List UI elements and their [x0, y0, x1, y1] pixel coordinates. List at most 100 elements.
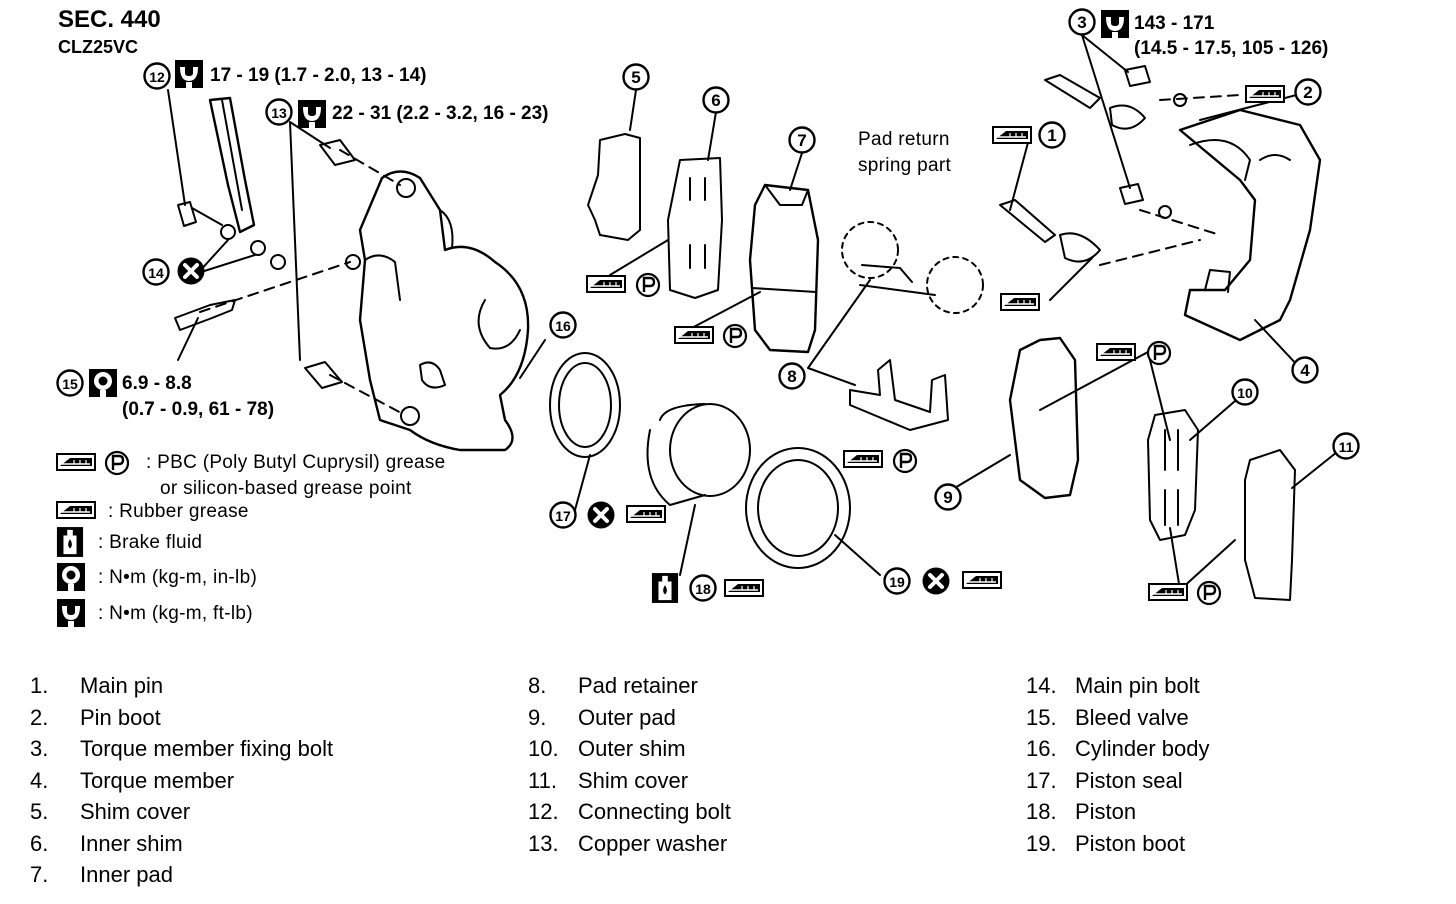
callout-2: 2: [1294, 78, 1322, 106]
callout-12: 12: [143, 62, 171, 90]
part-name: Inner pad: [80, 862, 173, 887]
callout-7: 7: [788, 126, 816, 154]
callout-15: 15: [56, 369, 84, 397]
part-name: Outer shim: [578, 736, 686, 761]
grease-icon: [1000, 293, 1040, 311]
legend-pbc-icon: [104, 450, 130, 476]
callout-number: 9: [943, 488, 952, 507]
part-number: 18.: [1026, 799, 1057, 824]
part-name: Piston boot: [1075, 830, 1186, 856]
part-name: Pad retainer: [578, 673, 698, 698]
torque-member-bolt: 143 - 171: [1134, 13, 1215, 34]
pbc-icon: [722, 323, 748, 349]
part-name: Bleed valve: [1075, 704, 1189, 730]
callout-circle: [778, 362, 806, 390]
callout-number: 16: [555, 318, 571, 334]
part-number: 17.: [1026, 767, 1057, 793]
part-name: Copper washer: [578, 830, 728, 856]
part-number: 3.: [30, 736, 49, 761]
part-name: Piston: [1075, 799, 1137, 824]
legend-pbc-2: or silicon-based grease point: [160, 478, 412, 499]
callout-circle: [549, 501, 577, 529]
torque-wrench-inlb-icon: [89, 369, 117, 397]
torque-wrench-icon: [175, 60, 203, 88]
callout-number: 8: [787, 367, 796, 386]
part-name: Outer pad: [578, 704, 676, 730]
section-code: CLZ25VC: [58, 37, 139, 57]
callout-3: 3: [1068, 8, 1096, 36]
part-name: Shim cover: [80, 799, 191, 824]
callout-number: 2: [1303, 83, 1312, 102]
legend-grease-icon: [56, 453, 96, 471]
callout-circle: [788, 126, 816, 154]
part-name: Pin boot: [80, 704, 161, 730]
callout-circle: [549, 311, 577, 339]
part-number: 8.: [528, 673, 547, 698]
part-number: 2.: [30, 704, 49, 730]
part-name: Inner shim: [80, 830, 183, 856]
part-number: 1.: [30, 673, 49, 698]
callout-number: 17: [555, 508, 571, 524]
part-number: 12.: [528, 799, 559, 824]
legend-torque-ftlb: : N•m (kg-m, ft-lb): [98, 603, 253, 624]
callout-5: 5: [622, 63, 650, 91]
part-number: 5.: [30, 799, 49, 824]
callout-number: 19: [889, 574, 905, 590]
callout-14: 14: [142, 258, 170, 286]
callout-circle: [56, 369, 84, 397]
grease-icon: [992, 126, 1032, 144]
grease-icon: [1096, 343, 1136, 361]
callout-number: 10: [1237, 385, 1253, 401]
part-name: Shim cover: [578, 767, 689, 793]
brake-fluid-icon: [651, 573, 679, 603]
replace-x-icon: [176, 256, 206, 286]
torque-connecting-bolt: 17 - 19 (1.7 - 2.0, 13 - 14): [210, 65, 427, 86]
callout-number: 14: [148, 265, 164, 281]
part-name: Piston seal: [1075, 767, 1183, 793]
replace-x-icon: [921, 566, 951, 596]
torque-main-pin-bolt: 22 - 31 (2.2 - 3.2, 16 - 23): [332, 103, 549, 124]
torque-member-bolt-units: (14.5 - 17.5, 105 - 126): [1134, 38, 1329, 59]
callout-1: 1: [1038, 121, 1066, 149]
callout-circle: [1291, 356, 1319, 384]
part-number: 15.: [1026, 704, 1057, 730]
callout-number: 4: [1300, 361, 1310, 380]
callout-circle: [1231, 378, 1259, 406]
legend-torque-ftlb-icon: [57, 599, 85, 627]
callout-10: 10: [1231, 378, 1259, 406]
callout-13: 13: [265, 98, 293, 126]
callout-number: 7: [797, 131, 806, 150]
legend-brake-fluid-icon: [56, 527, 84, 557]
pad-return-label-2: spring part: [858, 155, 952, 176]
torque-wrench-icon: [1101, 10, 1129, 38]
legend-pbc: : PBC (Poly Butyl Cuprysil) grease: [146, 452, 446, 473]
callout-circle: [1294, 78, 1322, 106]
torque-bleed-valve-units: (0.7 - 0.9, 61 - 78): [122, 399, 275, 420]
grease-icon: [962, 571, 1002, 589]
callout-circle: [142, 258, 170, 286]
legend-torque-inlb: : N•m (kg-m, in-lb): [98, 567, 258, 588]
legend-brake-fluid: : Brake fluid: [98, 532, 203, 553]
callout-circle: [689, 574, 717, 602]
torque-wrench-icon: [298, 100, 326, 128]
callout-number: 15: [62, 376, 78, 392]
part-number: 4.: [30, 767, 49, 793]
callout-17: 17: [549, 501, 577, 529]
part-name: Torque member fixing bolt: [80, 736, 334, 761]
callout-number: 13: [271, 105, 287, 121]
part-name: Torque member: [80, 767, 235, 793]
grease-icon: [1148, 583, 1188, 601]
callout-6: 6: [702, 86, 730, 114]
pbc-icon: [892, 448, 918, 474]
legend-torque-inlb-icon: [57, 563, 85, 591]
callout-number: 3: [1077, 13, 1086, 32]
callout-9: 9: [934, 483, 962, 511]
part-number: 9.: [528, 704, 547, 730]
part-name: Main pin bolt: [1075, 673, 1200, 698]
part-name: Main pin: [80, 673, 164, 698]
callout-18: 18: [689, 574, 717, 602]
torque-bleed-valve: 6.9 - 8.8: [122, 373, 192, 394]
callout-number: 1: [1047, 126, 1056, 145]
grease-icon: [1245, 85, 1285, 103]
